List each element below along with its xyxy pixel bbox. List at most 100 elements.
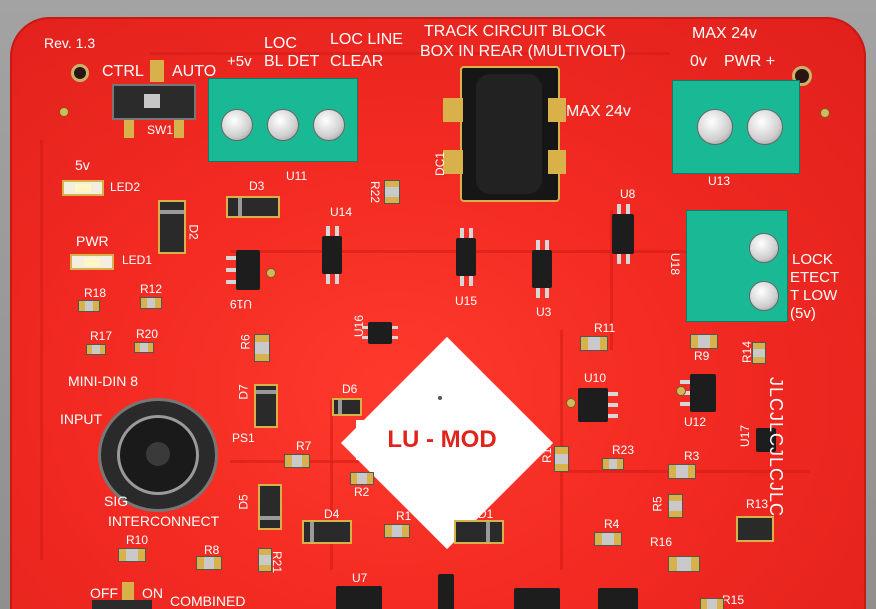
r11-label: R11 [594, 321, 616, 335]
jack-pad [443, 150, 463, 174]
mini-din-socket [117, 415, 199, 495]
r2-label: R2 [354, 485, 370, 499]
ic-u16 [368, 322, 392, 344]
r9-label: R9 [694, 349, 710, 363]
zero-volt-label: 0v [690, 53, 707, 70]
screw-terminal[interactable] [313, 109, 345, 141]
screw-terminal[interactable] [749, 233, 779, 263]
r6-label: R6 [238, 334, 253, 350]
r17-label: R17 [90, 329, 113, 343]
switch-pad [122, 582, 134, 602]
resistor-r13 [736, 516, 774, 542]
slide-switch-sw1[interactable] [112, 84, 196, 120]
u8-label: U8 [620, 187, 636, 201]
resistor-r2 [350, 472, 374, 485]
d1-label: D1 [478, 507, 494, 521]
u18-label: U18 [668, 252, 683, 276]
max24-label: MAX 24v [566, 103, 631, 120]
track-circuit-label: TRACK CIRCUIT BLOCK [424, 23, 606, 40]
block-detect-label-4: (5v) [790, 305, 816, 322]
ic-u12 [690, 374, 716, 412]
u10-label: U10 [584, 371, 607, 385]
dc1-label: DC1 [433, 151, 448, 177]
d6-label: D6 [342, 382, 358, 396]
r5-label: R5 [650, 496, 665, 512]
resistor-r4 [594, 532, 622, 546]
r15-label: R15 [722, 593, 745, 607]
ic-u7 [336, 586, 382, 609]
r21-label: R21 [270, 550, 285, 574]
diode-d6 [332, 398, 362, 416]
interconnect-label: INTERCONNECT [108, 513, 220, 529]
block-detect-label-2: ETECT [790, 269, 840, 286]
trace [330, 400, 333, 570]
resistor-r11 [580, 336, 608, 351]
jack-pad [548, 150, 566, 174]
mounting-hole [71, 64, 89, 82]
resistor-r18 [78, 300, 100, 312]
led-5v-label: 5v [75, 157, 90, 173]
led2-label: LED2 [110, 180, 141, 194]
switch-knob[interactable] [144, 94, 160, 108]
plus5v-label: +5v [227, 53, 252, 70]
resistor-r21 [258, 548, 272, 572]
clear-label: CLEAR [330, 53, 384, 70]
diode-d2 [158, 200, 186, 254]
jack-body [476, 74, 542, 194]
via [566, 398, 576, 408]
r23-label: R23 [612, 443, 635, 457]
screw-terminal[interactable] [267, 109, 299, 141]
resistor-r10 [118, 548, 146, 562]
switch-ctrl-label: CTRL [102, 63, 144, 80]
resistor-r14 [752, 342, 766, 364]
pwr-plus-label: PWR + [724, 53, 776, 70]
mini-din-connector[interactable] [98, 398, 218, 512]
dc-barrel-jack[interactable] [460, 66, 560, 202]
led1-label: LED1 [122, 253, 153, 267]
switch-pad [174, 120, 184, 138]
trace [230, 250, 790, 253]
ic-u8 [612, 214, 634, 254]
combined-label: COMBINED [170, 593, 246, 609]
jack-pad [443, 98, 463, 122]
loc-label: LOC [264, 35, 297, 52]
mini-din-pins [146, 442, 170, 466]
resistor-r6 [254, 334, 270, 362]
input-label: INPUT [60, 411, 102, 427]
resistor-r8 [196, 556, 222, 570]
d7-label: D7 [236, 384, 251, 400]
resistor-r9 [690, 334, 718, 349]
led1 [70, 254, 114, 270]
ic-bottom [438, 574, 454, 609]
screw-terminal[interactable] [749, 281, 779, 311]
switch-pad [124, 120, 134, 138]
u11-label: U11 [286, 169, 308, 183]
r8-label: R8 [204, 543, 220, 557]
u7-label: U7 [352, 571, 368, 585]
track-circuit-label-2: BOX IN REAR (MULTIVOLT) [420, 43, 626, 60]
ps1-label: PS1 [232, 431, 255, 445]
slide-switch-bottom[interactable] [92, 600, 152, 609]
via [59, 107, 69, 117]
resistor-r22 [384, 180, 400, 204]
bl-det-label: BL DET [264, 53, 320, 70]
resistor-r1 [384, 524, 410, 538]
r13-label: R13 [746, 497, 769, 511]
max24-top-label: MAX 24v [692, 25, 757, 42]
resistor-r15 [700, 598, 724, 609]
diode-d4 [302, 520, 352, 544]
r4-label: R4 [604, 517, 620, 531]
trace [150, 52, 670, 55]
revision-label: Rev. 1.3 [44, 35, 96, 51]
ic-u6 [598, 588, 638, 609]
screw-terminal[interactable] [221, 109, 253, 141]
screw-terminal[interactable] [697, 109, 733, 145]
via [676, 386, 686, 396]
diode-d3 [226, 196, 280, 218]
resistor-r23 [602, 458, 624, 470]
u14-label: U14 [330, 205, 353, 219]
resistor-r5 [668, 494, 683, 518]
resistor-r20 [134, 342, 154, 353]
screw-terminal[interactable] [747, 109, 783, 145]
